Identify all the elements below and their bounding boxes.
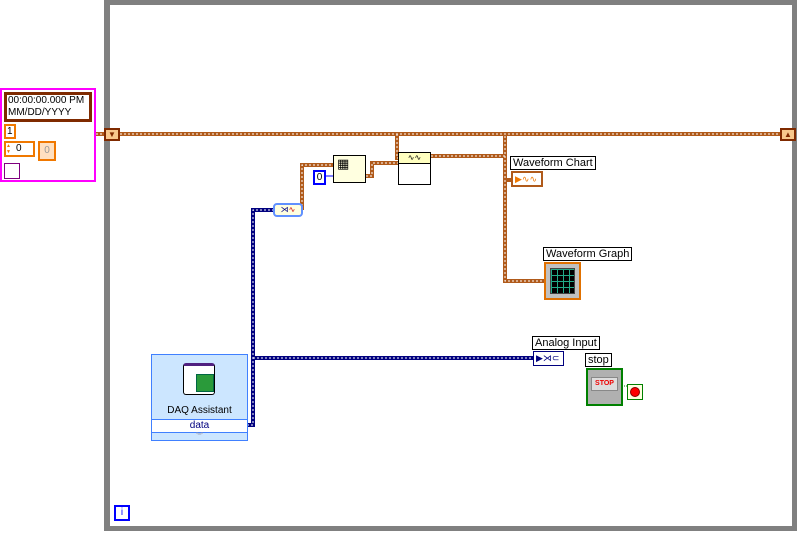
- empty-element: [4, 163, 20, 179]
- waveform-graph-terminal[interactable]: [544, 262, 581, 300]
- numeric-control[interactable]: ▲▼ 0: [4, 141, 35, 157]
- data-output-label: data: [189, 420, 210, 431]
- daq-data-output[interactable]: data: [152, 419, 247, 433]
- expand-chevron-icon[interactable]: ︾: [196, 433, 203, 440]
- waveform-graph-label: Waveform Graph: [543, 247, 633, 261]
- stop-label: stop: [585, 353, 612, 367]
- stop-button-terminal[interactable]: STOP: [586, 368, 623, 406]
- shift-register-left[interactable]: ▼: [104, 128, 120, 141]
- while-loop-frame[interactable]: [104, 0, 797, 531]
- waveform-chart-terminal[interactable]: ▶∿∿: [511, 171, 543, 187]
- daq-card-icon: [183, 363, 215, 395]
- index-constant[interactable]: 1: [4, 124, 16, 139]
- shift-register-right[interactable]: ▲: [780, 128, 796, 141]
- analog-input-label: Analog Input: [532, 336, 600, 350]
- graph-plot-icon: [550, 268, 575, 294]
- loop-condition-stop-icon[interactable]: [627, 384, 643, 400]
- waveform-chart-label: Waveform Chart: [510, 156, 596, 170]
- convert-from-dynamic-data-node[interactable]: ⋊∿: [273, 203, 303, 217]
- increment-decrement-icon[interactable]: ▲▼: [6, 143, 11, 155]
- date-format: MM/DD/YYYY: [8, 107, 72, 118]
- analog-input-terminal[interactable]: ▶⋊⊂: [533, 351, 564, 366]
- stop-button-label: STOP: [591, 377, 618, 391]
- timestamp-value: 00:00:00.000 PM: [8, 95, 85, 106]
- daq-assistant-node[interactable]: DAQ Assistant data ︾: [151, 354, 248, 441]
- index-array-node[interactable]: ▦: [333, 155, 366, 183]
- array-grid-icon: ▦: [337, 156, 350, 171]
- build-waveform-node[interactable]: ∿∿: [398, 152, 431, 185]
- waveform-icon: ∿∿: [399, 153, 430, 164]
- daq-title: DAQ Assistant: [167, 405, 232, 416]
- iteration-terminal: i: [114, 505, 130, 521]
- numeric-value: 0: [16, 143, 22, 154]
- timestamp-constant[interactable]: 00:00:00.000 PM MM/DD/YYYY: [4, 92, 92, 122]
- numeric-indicator: 0: [38, 141, 56, 161]
- numeric-constant[interactable]: 0: [313, 170, 326, 185]
- cluster-constant[interactable]: 00:00:00.000 PM MM/DD/YYYY 1 ▲▼ 0 0: [0, 88, 96, 182]
